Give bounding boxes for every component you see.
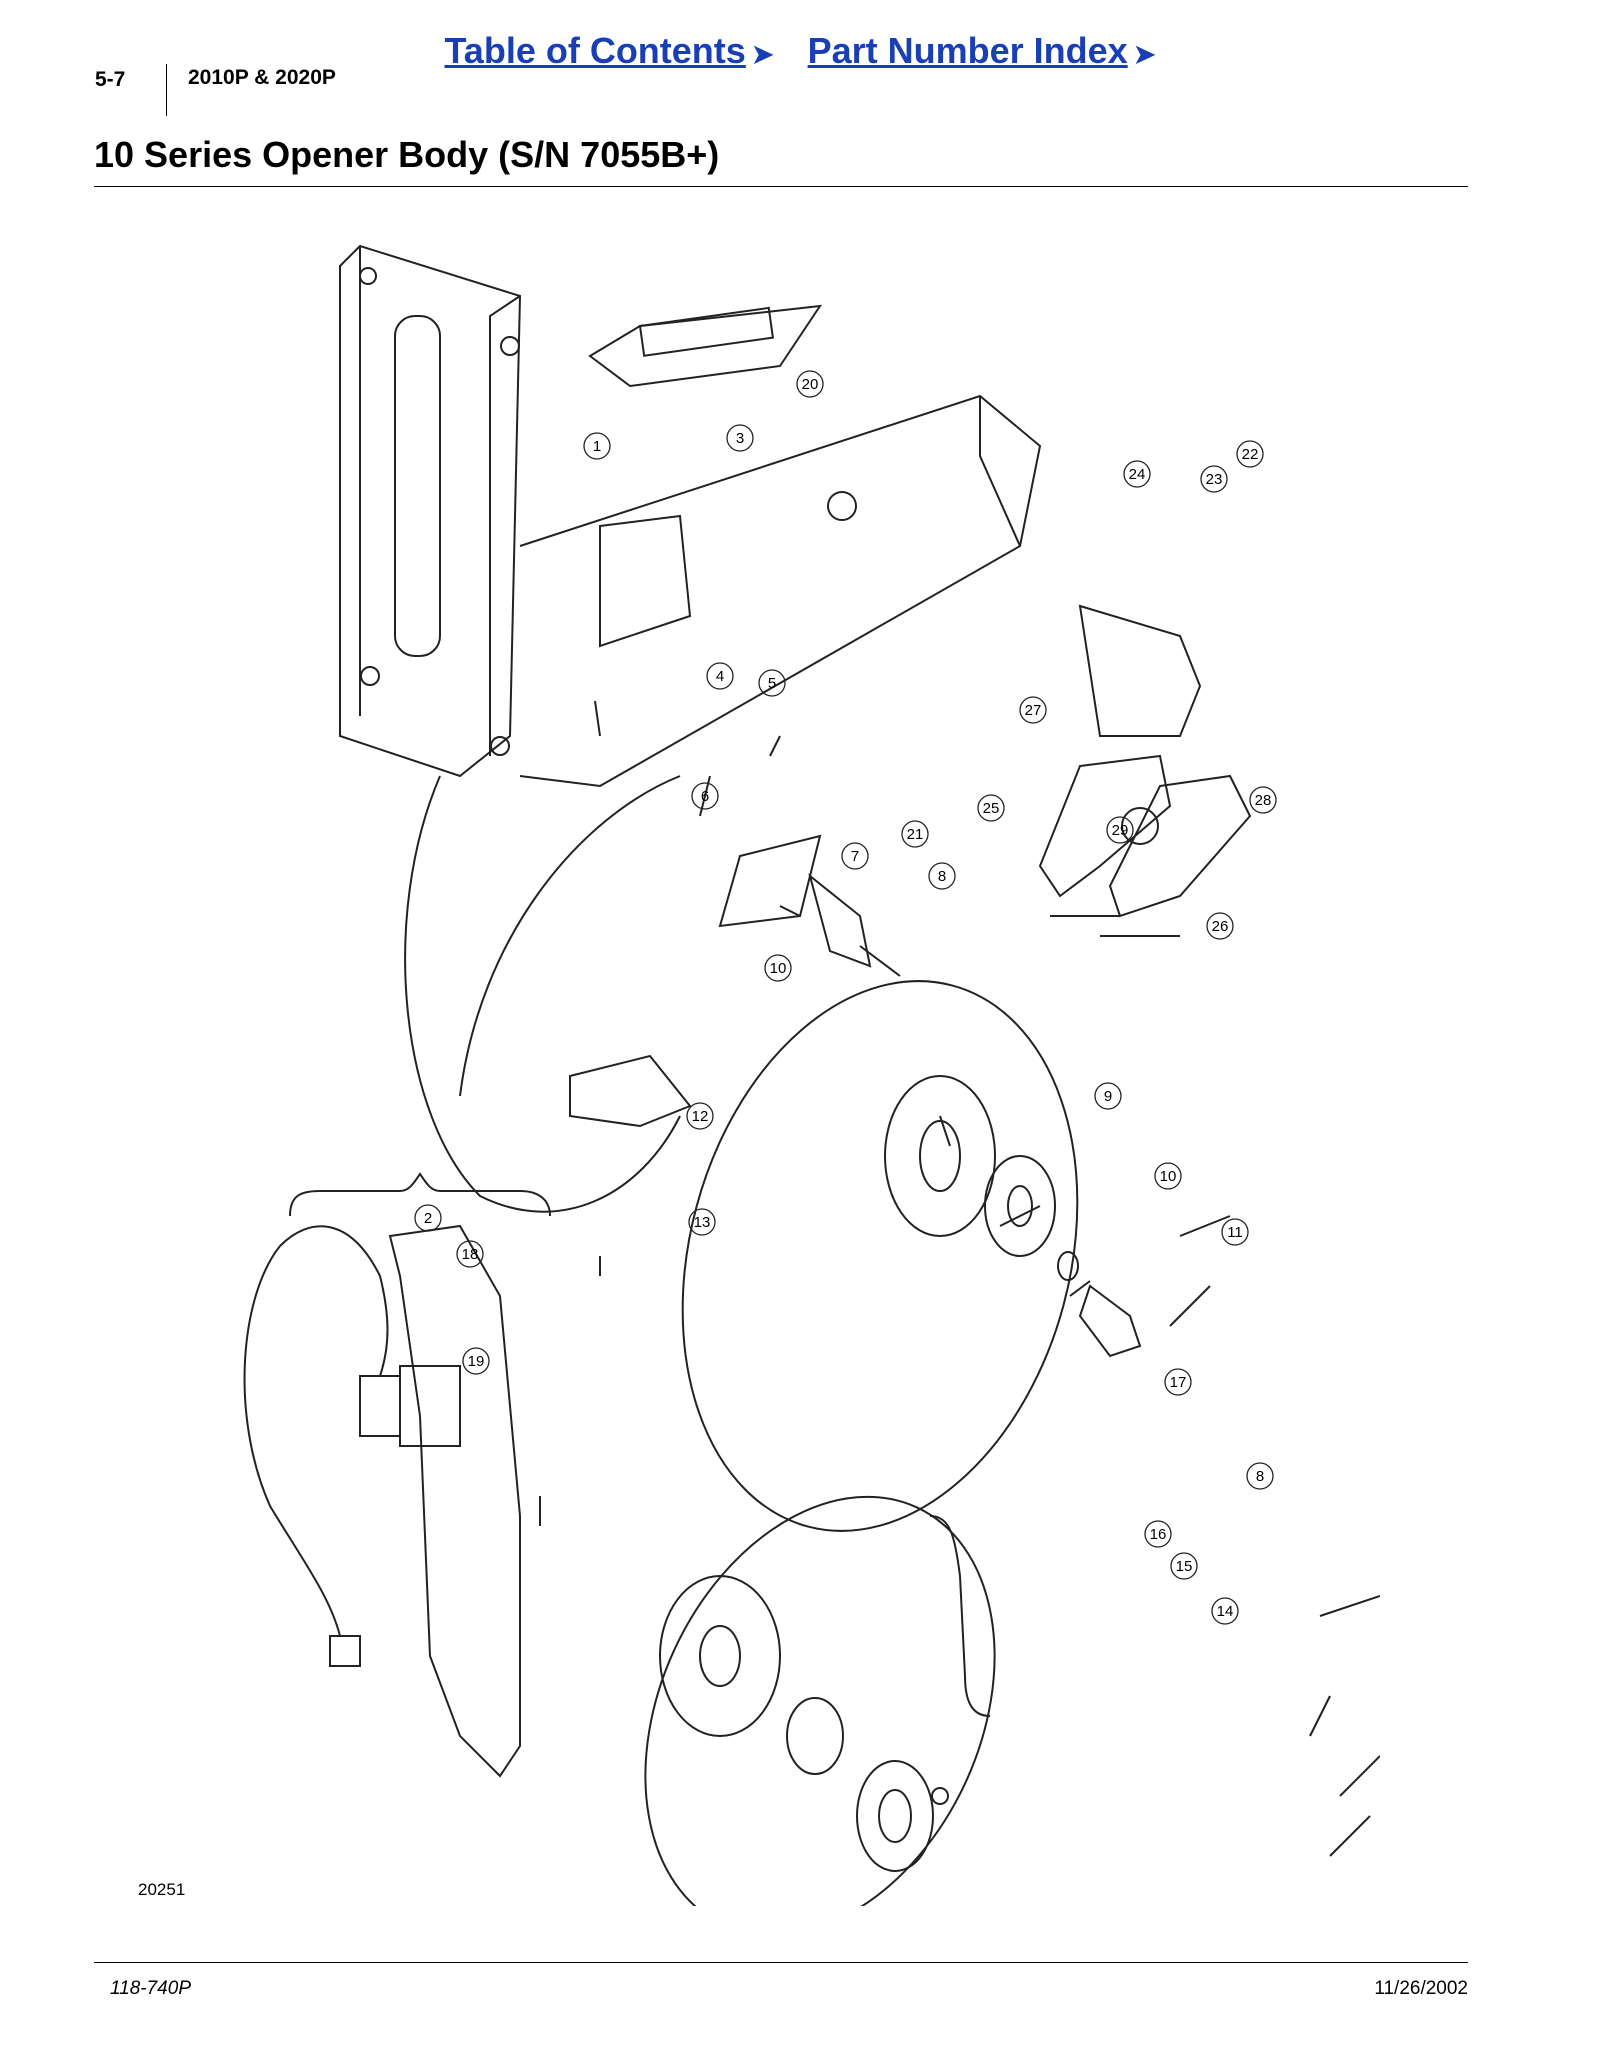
figure-number: 20251 xyxy=(138,1880,186,1899)
callout-22: 22 xyxy=(1242,446,1259,463)
mount-bracket-shape xyxy=(339,244,522,778)
opener-disk-shape xyxy=(681,980,1079,1532)
callout-14: 14 xyxy=(1217,1603,1234,1620)
callout-10b: 10 xyxy=(1160,1168,1177,1185)
callout-8: 8 xyxy=(938,868,946,885)
doc-date: 11/26/2002 xyxy=(1374,1978,1468,1999)
model-label: 2010P & 2020P xyxy=(188,66,336,89)
callout-20: 20 xyxy=(802,376,819,393)
callout-16: 16 xyxy=(1150,1526,1167,1543)
callout-1: 1 xyxy=(593,438,601,455)
callout-18: 18 xyxy=(462,1246,479,1263)
callout-12: 12 xyxy=(692,1108,709,1125)
part-number-index-link[interactable]: Part Number Index xyxy=(807,30,1128,71)
table-of-contents-link[interactable]: Table of Contents xyxy=(444,30,746,71)
callout-10: 10 xyxy=(770,960,787,977)
callout-25: 25 xyxy=(983,800,1000,817)
page-number: 5-7 xyxy=(95,68,126,91)
callout-3: 3 xyxy=(736,430,744,447)
arrow-right-icon: ➤ xyxy=(1133,39,1156,69)
callout-24: 24 xyxy=(1129,466,1146,483)
callout-11: 11 xyxy=(1227,1224,1243,1241)
page-title: 10 Series Opener Body (S/N 7055B+) xyxy=(94,134,720,175)
nav-bar: Table of Contents➤Part Number Index➤ xyxy=(0,30,1600,72)
callout-27: 27 xyxy=(1025,702,1042,719)
callout-13: 13 xyxy=(694,1214,711,1231)
callout-4: 4 xyxy=(716,668,724,685)
callout-23: 23 xyxy=(1206,471,1223,488)
exploded-parts-diagram: 1 2 3 4 5 6 7 8 9 10 10 11 12 13 14 15 1… xyxy=(243,244,1380,1906)
callout-28: 28 xyxy=(1255,792,1272,809)
doc-number: 118-740P xyxy=(110,1978,191,1999)
footer-rule xyxy=(94,1962,1468,1963)
callout-9: 9 xyxy=(1104,1088,1112,1105)
callout-2: 2 xyxy=(424,1210,432,1227)
header-divider xyxy=(166,64,167,116)
callout-29: 29 xyxy=(1112,822,1129,839)
callout-19: 19 xyxy=(468,1353,485,1370)
title-rule xyxy=(94,186,1468,187)
callout-17: 17 xyxy=(1170,1374,1187,1391)
callout-5: 5 xyxy=(768,675,776,692)
callout-26: 26 xyxy=(1212,918,1229,935)
callout-21: 21 xyxy=(907,826,924,843)
callout-6: 6 xyxy=(701,788,709,805)
callout-8b: 8 xyxy=(1256,1468,1264,1485)
callout-15: 15 xyxy=(1176,1558,1193,1575)
arrow-right-icon: ➤ xyxy=(751,39,774,69)
callout-7: 7 xyxy=(851,848,859,865)
frame-arm-shape xyxy=(519,394,1042,788)
